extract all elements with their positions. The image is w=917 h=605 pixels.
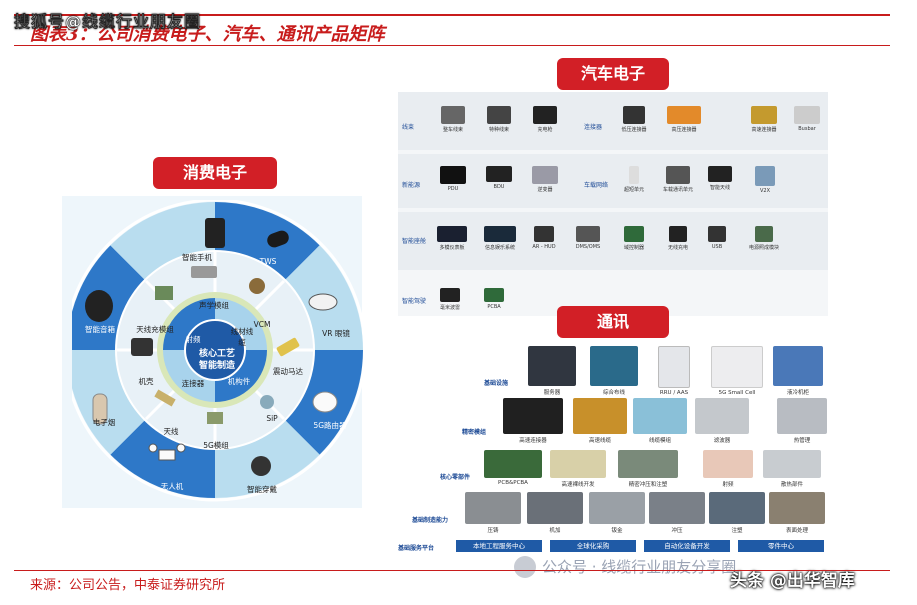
wechat-icon (514, 556, 536, 578)
label-router: 5G路由器 (313, 421, 347, 430)
auto-item: AR - HUD (526, 226, 562, 250)
auto-item: 信息娱乐系统 (478, 226, 522, 251)
figure-title: 图表3：公司消费电子、汽车、通讯产品矩阵 (30, 24, 385, 45)
auto-item: 逆变器 (528, 166, 562, 193)
title-rule-top (14, 14, 890, 16)
auto-row1-label: 线束 (402, 124, 415, 131)
label-drone: 无人机 (160, 482, 184, 491)
telecom-item: 射频 (700, 450, 756, 488)
telecom-item: 高速线缆 (570, 398, 630, 444)
auto-item: BDU (482, 166, 516, 190)
telecom-item: 压铸 (464, 492, 522, 534)
label-smartphone: 智能手机 (182, 253, 212, 262)
label-sip: SiP (266, 414, 278, 423)
platform-item: 本地工程服务中心 (456, 540, 542, 552)
telecom-item: RRU / AAS (646, 346, 702, 396)
title-rule-bottom (14, 45, 890, 46)
auto-row4-label: 智能驾驶 (402, 298, 427, 305)
label-vcm: VCM (253, 320, 271, 329)
auto-item: 超短单元 (616, 166, 652, 193)
telecom-item: 钣金 (588, 492, 646, 534)
watermark-top: 搜狐号@线缆行业朋友圈 (14, 12, 202, 31)
telecom-item: 线缆模组 (630, 398, 690, 444)
telecom-item: 综合布线 (586, 346, 642, 396)
auto-item: 域控制器 (616, 226, 652, 251)
telecom-row4-label: 基础制造能力 (412, 517, 449, 524)
auto-item: 电源照成模块 (740, 226, 788, 251)
consumer-badge: 消费电子 (153, 157, 277, 189)
label-casing: 机壳 (138, 377, 154, 386)
telecom-item: 液冷机柜 (770, 346, 826, 396)
auto-item: Busbar (790, 106, 824, 132)
label-wearable: 智能穿戴 (247, 485, 277, 494)
label-mechanical: 机构件 (227, 377, 251, 386)
telecom-item: 机加 (526, 492, 584, 534)
label-speaker: 智能音箱 (85, 325, 115, 334)
telecom-item: 高速裸线开发 (548, 450, 608, 488)
auto-item: USB (702, 226, 732, 250)
telecom-item: 散热部件 (760, 450, 824, 488)
auto-badge: 汽车电子 (557, 58, 669, 90)
label-vr: VR 眼镜 (322, 329, 350, 338)
label-tws: TWS (259, 257, 277, 266)
auto-item: 毫米波雷 (432, 288, 468, 311)
telecom-item: 注塑 (708, 492, 766, 534)
auto-row1-label2: 连接器 (584, 124, 603, 131)
auto-item: 整车线束 (436, 106, 470, 133)
platform-item: 自动化设备开发 (644, 540, 730, 552)
telecom-row2-label: 精密模组 (462, 429, 487, 436)
auto-row2-label: 新能源 (402, 182, 421, 189)
label-motor: 震动马达 (273, 367, 303, 376)
auto-item: 高压连接器 (662, 106, 706, 133)
auto-row2-label2: 车载网络 (584, 182, 609, 189)
auto-item: PDU (436, 166, 470, 192)
label-5gmodule: 5G模组 (203, 441, 229, 450)
label-acoustic: 声学模组 (199, 301, 229, 310)
telecom-item: 高速连接器 (500, 398, 566, 444)
auto-item: 特种线束 (482, 106, 516, 133)
telecom-item: 热管理 (772, 398, 832, 444)
telecom-platform-label: 基础服务平台 (398, 545, 435, 552)
platform-item: 零件中心 (738, 540, 824, 552)
label-rf: 射频 (185, 335, 201, 344)
telecom-item: 5G Small Cell (706, 346, 768, 396)
auto-item: 无线充电 (660, 226, 696, 251)
telecom-item: 服务器 (524, 346, 580, 396)
label-cable: 线材线缆 (230, 327, 254, 347)
telecom-item: 表面处理 (768, 492, 826, 534)
telecom-item: 滤波器 (692, 398, 752, 444)
telecom-item: 冲压 (648, 492, 706, 534)
auto-item: V2X (750, 166, 780, 194)
label-core: 核心工艺 智能制造 (198, 349, 235, 371)
label-ecig: 电子烟 (92, 418, 116, 427)
auto-item: PCBA (476, 288, 512, 310)
auto-item: 多模仪表板 (432, 226, 472, 251)
auto-item: 车载通讯单元 (656, 166, 700, 193)
platform-item: 全球化采购 (550, 540, 636, 552)
watermark-toutiao: 头条 @出华智库 (730, 571, 855, 591)
auto-panel: 线束 整车线束 特种线束 充电枪 连接器 低压连接器 高压连接器 高速连接器 B… (398, 92, 828, 316)
auto-item: 智能天线 (702, 166, 738, 191)
footer-rule (14, 570, 890, 571)
auto-item: 低压连接器 (614, 106, 654, 133)
telecom-row1-label: 基础设施 (484, 380, 509, 387)
label-antenna-module: 天线充模组 (136, 325, 174, 334)
auto-row3-label: 智能座舱 (402, 238, 427, 245)
telecom-row3-label: 核心零部件 (440, 474, 471, 481)
label-connector: 连接器 (181, 379, 205, 388)
telecom-item: 精密冲压和注塑 (614, 450, 682, 488)
label-antenna: 天线 (163, 427, 179, 436)
telecom-item: PCB&PCBA (482, 450, 544, 486)
consumer-wheel (72, 200, 367, 502)
source-note: 来源：公司公告，中泰证券研究所 (30, 578, 226, 593)
auto-item: 高速连接器 (742, 106, 786, 133)
watermark-bottom: 公众号 · 线缆行业朋友分享圈 (542, 558, 737, 576)
auto-item: 充电枪 (528, 106, 562, 133)
telecom-badge: 通讯 (557, 306, 669, 338)
auto-item: DMS/OMS (568, 226, 608, 250)
